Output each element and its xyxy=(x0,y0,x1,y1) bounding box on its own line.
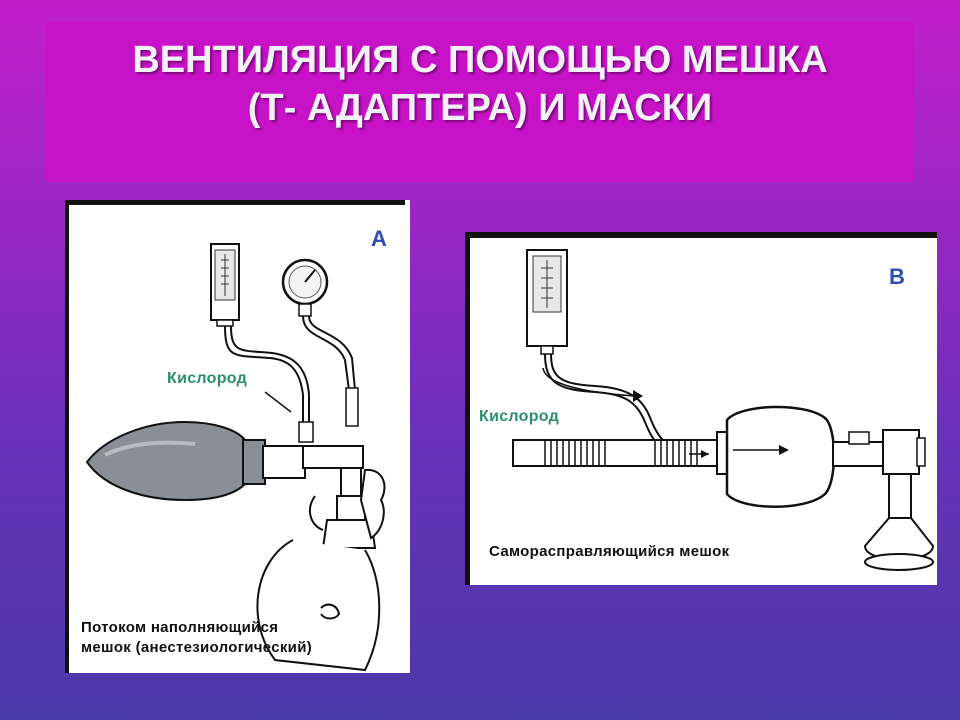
flowmeter-icon xyxy=(210,243,240,327)
slide-title-line-2: (Т- АДАПТЕРА) И МАСКИ xyxy=(247,87,713,129)
self-inflating-bag-illustration xyxy=(512,249,935,571)
flow-inflating-bag-illustration xyxy=(85,243,386,672)
panel-b-frame-top xyxy=(465,232,937,238)
panel-b-oxygen-label: Кислород xyxy=(479,408,560,425)
panel-a-letter: А xyxy=(371,226,387,251)
panel-a-caption: Потоком наполняющийся мешок (анестезиоло… xyxy=(81,618,312,658)
panel-flow-inflating-bag: А Кислород Потоком наполняющийся мешок (… xyxy=(65,200,410,673)
panel-a-oxygen-label: Кислород xyxy=(167,370,248,387)
face-mask-icon xyxy=(321,519,377,549)
panel-self-inflating-bag: В Кислород Самораспрaвляющийся мешок xyxy=(465,232,937,585)
flowmeter-icon xyxy=(526,249,568,355)
slide-title: ВЕНТИЛЯЦИЯ С ПОМОЩЬЮ МЕШКА (Т- АДАПТЕРА)… xyxy=(46,36,914,132)
pressure-gauge-icon xyxy=(281,258,329,317)
panel-a-frame-left xyxy=(65,200,69,673)
title-band xyxy=(46,22,914,182)
hand-icon xyxy=(359,468,386,540)
corrugated-reservoir-tube xyxy=(512,439,720,467)
slide-title-line-1: ВЕНТИЛЯЦИЯ С ПОМОЩЬЮ МЕШКА xyxy=(132,39,828,81)
panel-a-caption-line-2: мешок (анестезиологический) xyxy=(81,639,313,656)
self-inflating-bag-icon xyxy=(725,405,836,508)
panel-b-frame-left xyxy=(465,232,470,585)
panel-b-letter: В xyxy=(889,264,905,289)
anesthesia-bag-icon xyxy=(85,420,246,502)
panel-a-frame-top xyxy=(65,200,405,205)
infant-head-icon xyxy=(256,539,381,672)
panel-a-caption-line-1: Потоком наполняющийся xyxy=(81,619,279,636)
panel-b-caption: Самораспрaвляющийся мешок xyxy=(489,543,730,560)
